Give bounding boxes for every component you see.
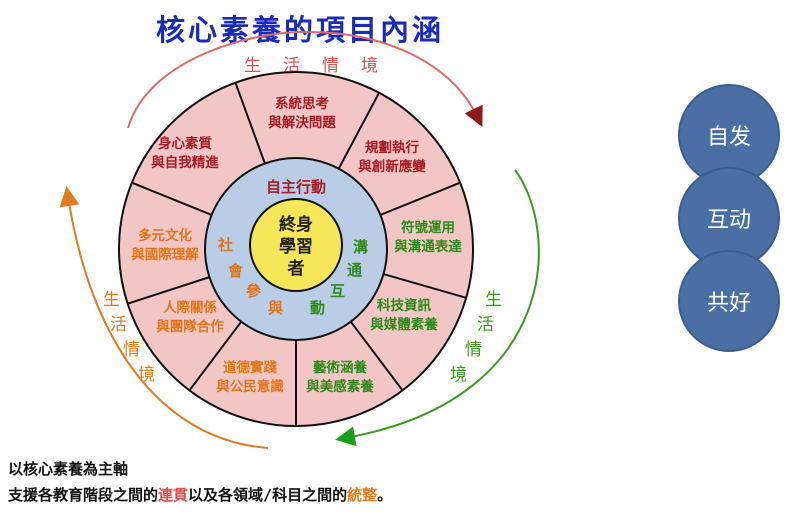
top-context-label: 生 活 情 境 bbox=[244, 56, 378, 76]
diagram-title: 核心素養的項目內涵 bbox=[156, 13, 444, 47]
circle-common-good: 共好 bbox=[678, 250, 780, 352]
context-char: 情 bbox=[465, 340, 482, 360]
ring-char: 社 bbox=[217, 236, 233, 254]
context-char: 情 bbox=[123, 340, 140, 360]
ring-label-social: 社 會 參 與 bbox=[217, 236, 283, 317]
segment-label: 道德實踐與公民意識 bbox=[216, 359, 284, 395]
bottom-line-1: 以核心素養為主軸 bbox=[8, 460, 129, 478]
ring-char: 與 bbox=[268, 299, 283, 317]
segment-label-line: 與解決問題 bbox=[268, 114, 336, 131]
left-context-label: 生 活 情 境 bbox=[103, 290, 155, 385]
segment-label: 系統思考與解決問題 bbox=[268, 95, 336, 131]
ring-label-communication: 溝 通 互 動 bbox=[310, 238, 368, 317]
wheel-spoke bbox=[127, 276, 210, 305]
bottom-text-integration: 統整 bbox=[347, 486, 378, 504]
segment-label: 藝術涵養與美感素養 bbox=[306, 359, 374, 395]
segment-label-line: 與媒體素養 bbox=[370, 316, 438, 333]
segment-label-line: 與創新應變 bbox=[358, 158, 426, 175]
segment-label: 身心素質與自我精進 bbox=[151, 135, 219, 171]
segment-label-line: 符號運用 bbox=[401, 219, 455, 236]
segment-label-line: 與團隊合作 bbox=[156, 318, 224, 335]
segment-label-line: 與自我精進 bbox=[151, 154, 219, 171]
wheel-spoke bbox=[188, 321, 243, 391]
core-label-line3: 者 bbox=[287, 258, 305, 279]
segment-label-line: 與美感素養 bbox=[306, 378, 374, 395]
wheel-spokes bbox=[127, 82, 467, 426]
context-char: 情 bbox=[322, 56, 339, 76]
context-char: 活 bbox=[477, 315, 494, 335]
ring-char: 互 bbox=[330, 282, 345, 300]
segment-label: 科技資訊與媒體素養 bbox=[370, 297, 438, 333]
segment-label-line: 與國際理解 bbox=[131, 246, 199, 263]
segment-label-line: 科技資訊 bbox=[377, 297, 431, 314]
top-context-arrow bbox=[127, 30, 483, 129]
segment-label-line: 道德實踐 bbox=[223, 359, 277, 376]
wheel-spoke bbox=[383, 273, 467, 299]
context-char: 境 bbox=[450, 365, 467, 385]
left-context-arrow bbox=[59, 186, 269, 449]
bottom-text-a: 支援各教育階段之間的 bbox=[8, 486, 159, 504]
segment-label-line: 規劃執行 bbox=[365, 139, 419, 156]
ring-char: 溝 bbox=[353, 238, 368, 256]
segment-label-line: 與公民意識 bbox=[216, 378, 284, 395]
bottom-text-c: 以及各領域/科目之間的 bbox=[188, 486, 348, 504]
segment-label-line: 系統思考 bbox=[275, 95, 329, 112]
core-label-line1: 終身 bbox=[279, 214, 313, 235]
core-circle bbox=[249, 198, 343, 292]
segment-label: 人際關係與團隊合作 bbox=[156, 299, 224, 335]
core-label-line2: 學習 bbox=[279, 237, 313, 257]
context-char: 生 bbox=[244, 56, 261, 76]
bottom-line-2: 支援各教育階段之間的連貫以及各領域/科目之間的統整。 bbox=[8, 484, 392, 505]
wheel-spoke bbox=[337, 92, 380, 170]
wheel-spoke bbox=[379, 181, 461, 216]
wheel-spoke bbox=[349, 321, 404, 391]
wheel-spoke bbox=[131, 181, 213, 216]
bottom-text-e: 。 bbox=[377, 486, 393, 504]
segment-label-line: 多元文化 bbox=[138, 227, 192, 244]
segment-label-line: 人際關係 bbox=[163, 299, 217, 316]
segment-labels: 系統思考與解決問題規劃執行與創新應變符號運用與溝通表達科技資訊與媒體素養藝術涵養… bbox=[131, 95, 462, 395]
segment-label: 規劃執行與創新應變 bbox=[358, 139, 426, 175]
ring-char: 參 bbox=[246, 282, 262, 300]
segment-label-line: 與溝通表達 bbox=[394, 238, 462, 255]
context-char: 境 bbox=[361, 56, 378, 76]
ring-char: 通 bbox=[347, 261, 362, 279]
context-char: 生 bbox=[485, 290, 502, 310]
right-context-arrow bbox=[335, 169, 540, 447]
right-context-label: 生 活 情 境 bbox=[450, 290, 502, 385]
context-char: 活 bbox=[283, 56, 300, 76]
segment-label-line: 身心素質 bbox=[158, 135, 212, 152]
segment-label: 符號運用與溝通表達 bbox=[394, 219, 462, 255]
context-char: 活 bbox=[110, 315, 127, 335]
segment-label-line: 藝術涵養 bbox=[313, 359, 367, 376]
context-char: 境 bbox=[138, 365, 155, 385]
wheel-spoke bbox=[234, 82, 266, 164]
ring-label-autonomy: 自主行動 bbox=[266, 178, 326, 196]
ring-char: 動 bbox=[310, 299, 325, 317]
bottom-text-coherence: 連貫 bbox=[158, 486, 189, 504]
context-char: 生 bbox=[103, 290, 120, 310]
ring-char: 會 bbox=[228, 262, 244, 280]
segment-label: 多元文化與國際理解 bbox=[131, 227, 199, 263]
